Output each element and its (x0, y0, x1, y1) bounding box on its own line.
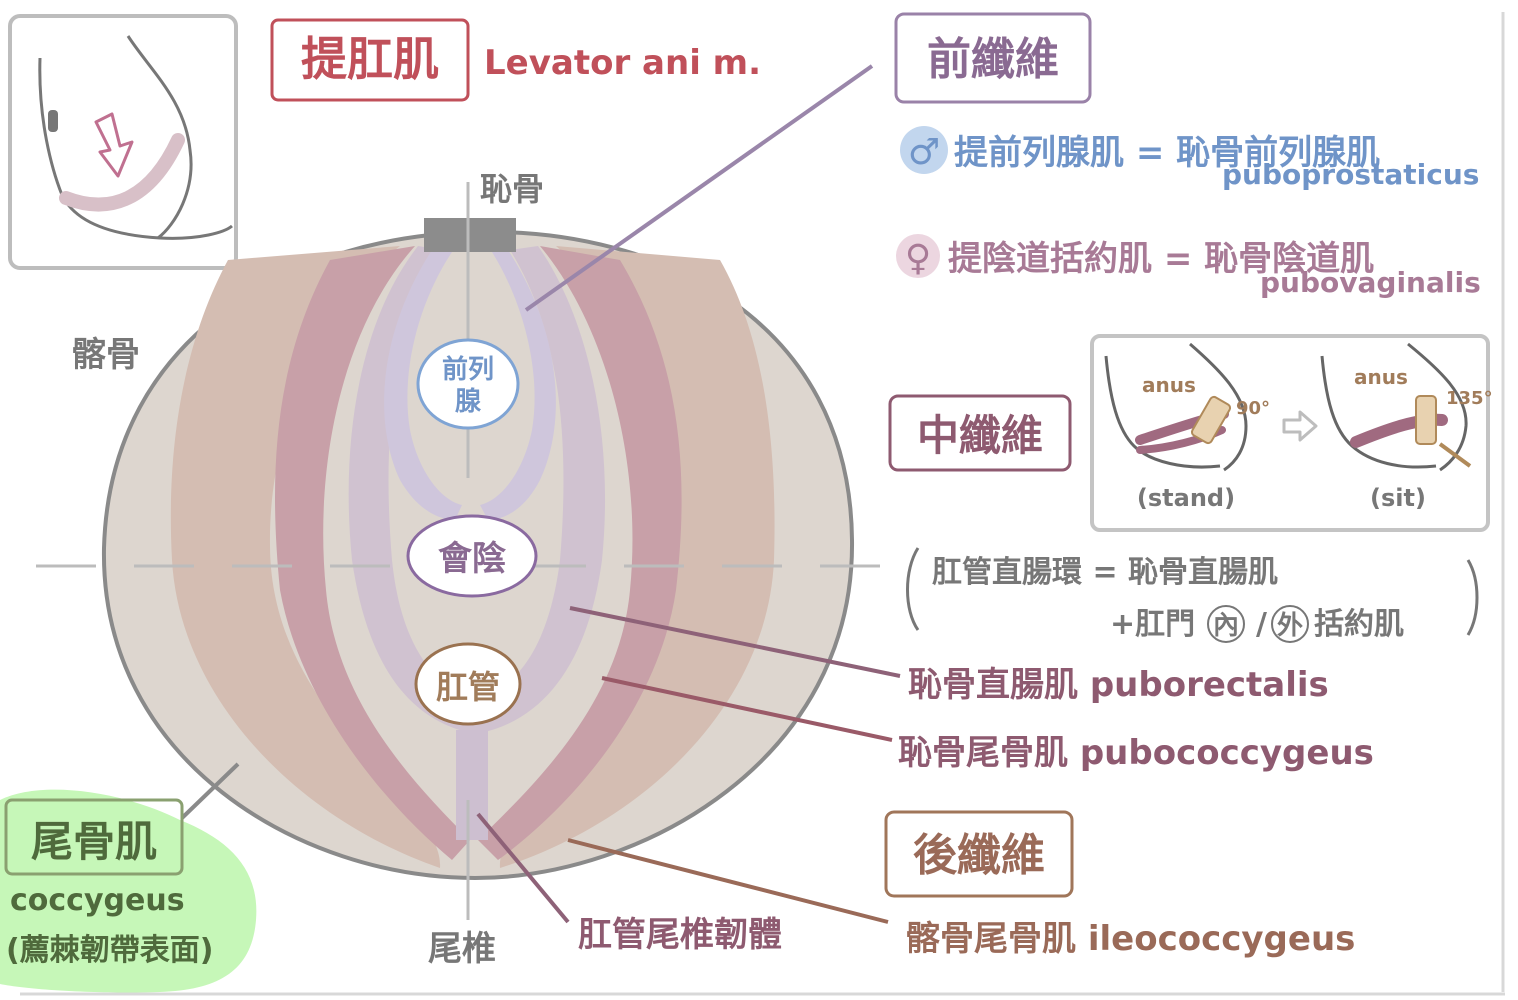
sit-sketch (1320, 342, 1472, 472)
posture-panel (1090, 334, 1490, 532)
label-puborectalis: 恥骨直腸肌 puborectalis (908, 665, 1329, 705)
vaginal-opening (406, 514, 538, 598)
female-muscle-en: pubovaginalis (1260, 266, 1481, 299)
label-vagina: 會陰 (438, 539, 506, 579)
label-coccygeus-en: coccygeus (10, 883, 185, 918)
stand-sketch (1104, 342, 1248, 472)
anal-opening (414, 642, 522, 726)
iliococcygeus-band (170, 246, 441, 868)
pubococcygeus-band (275, 246, 470, 860)
posterior-fibers-box (884, 810, 1074, 898)
stand-anus-label: anus (1142, 373, 1196, 397)
label-anterior-fibers: 前纖維 (927, 34, 1059, 85)
bracket-right (1466, 559, 1479, 636)
anterior-fibers-box (894, 12, 1092, 104)
outer-circle (1271, 605, 1309, 643)
inner-circle (1207, 605, 1245, 643)
anterior-fiber-loop (384, 250, 462, 520)
sit-anus-label: anus (1354, 365, 1408, 389)
anococcygeal-leader (476, 812, 570, 924)
male-muscle-en: puboprostaticus (1222, 158, 1479, 191)
middle-fibers-box (888, 394, 1072, 472)
label-prostate-1: 前列 (442, 354, 494, 385)
puborectalis-leader (569, 606, 901, 678)
title-box (270, 18, 470, 102)
label-anal-canal: 肛管 (436, 668, 500, 706)
female-muscle-text: 提陰道括約肌 = 恥骨陰道肌 (948, 239, 1374, 279)
anorectal-ring-prefix: +肛門 (1110, 607, 1195, 642)
female-icon: ♀ (905, 238, 931, 279)
anorectal-ring-line1: 肛管直腸環 = 恥骨直腸肌 (932, 555, 1278, 590)
sit-angle: 135° (1446, 388, 1493, 409)
label-coccygeus-zh: 尾骨肌 (31, 817, 157, 866)
label-coccygeus-note: (薦棘韌帶表面) (6, 933, 213, 968)
label-anococcygeal: 肛管尾椎韌體 (578, 915, 782, 955)
coccygeus-leader (180, 762, 240, 820)
label-coccyx: 尾椎 (428, 929, 496, 969)
bracket-left (906, 547, 920, 631)
label-pubis: 恥骨 (480, 170, 544, 208)
sit-caption: (sit) (1370, 484, 1426, 512)
female-symbol-bg (896, 234, 940, 278)
label-posterior-fibers: 後纖維 (913, 830, 1045, 881)
title-zh: 提肛肌 (301, 32, 439, 86)
orientation-thumbnail (8, 14, 238, 270)
pubococcygeus-leader (601, 676, 893, 742)
label-pubococcygeus: 恥骨尾骨肌 pubococcygeus (898, 733, 1374, 773)
pubic-symphysis (424, 218, 516, 252)
label-middle-fibers: 中纖維 (917, 411, 1043, 460)
title-en: Levator ani m. (484, 43, 761, 83)
stand-caption: (stand) (1137, 484, 1235, 512)
label-prostate-2: 腺 (454, 387, 482, 417)
coccygeus-box (4, 798, 184, 876)
anorectal-ring-outer: 外 (1277, 611, 1303, 641)
anterior-leader-line (524, 64, 874, 312)
down-arrow-icon (94, 112, 134, 178)
right-arrow-icon (1282, 410, 1318, 442)
anorectal-ring-inner: 內 (1213, 611, 1239, 641)
anorectal-ring-slash: / (1256, 607, 1267, 642)
coccygeus-highlight (0, 789, 257, 993)
anococcygeal-body (456, 730, 488, 840)
prostate-opening (416, 338, 520, 430)
male-muscle-text: 提前列腺肌 = 恥骨前列腺肌 (954, 133, 1380, 173)
iliococcygeus-leader (567, 838, 889, 924)
label-ilium: 髂骨 (72, 335, 140, 375)
male-symbol-bg (900, 126, 948, 174)
label-iliococcygeus: 髂骨尾骨肌 ileococcygeus (906, 919, 1355, 959)
anorectal-ring-suffix: 括約肌 (1314, 607, 1404, 642)
male-icon: ♂ (908, 132, 940, 173)
stand-angle: 90° (1236, 398, 1270, 419)
